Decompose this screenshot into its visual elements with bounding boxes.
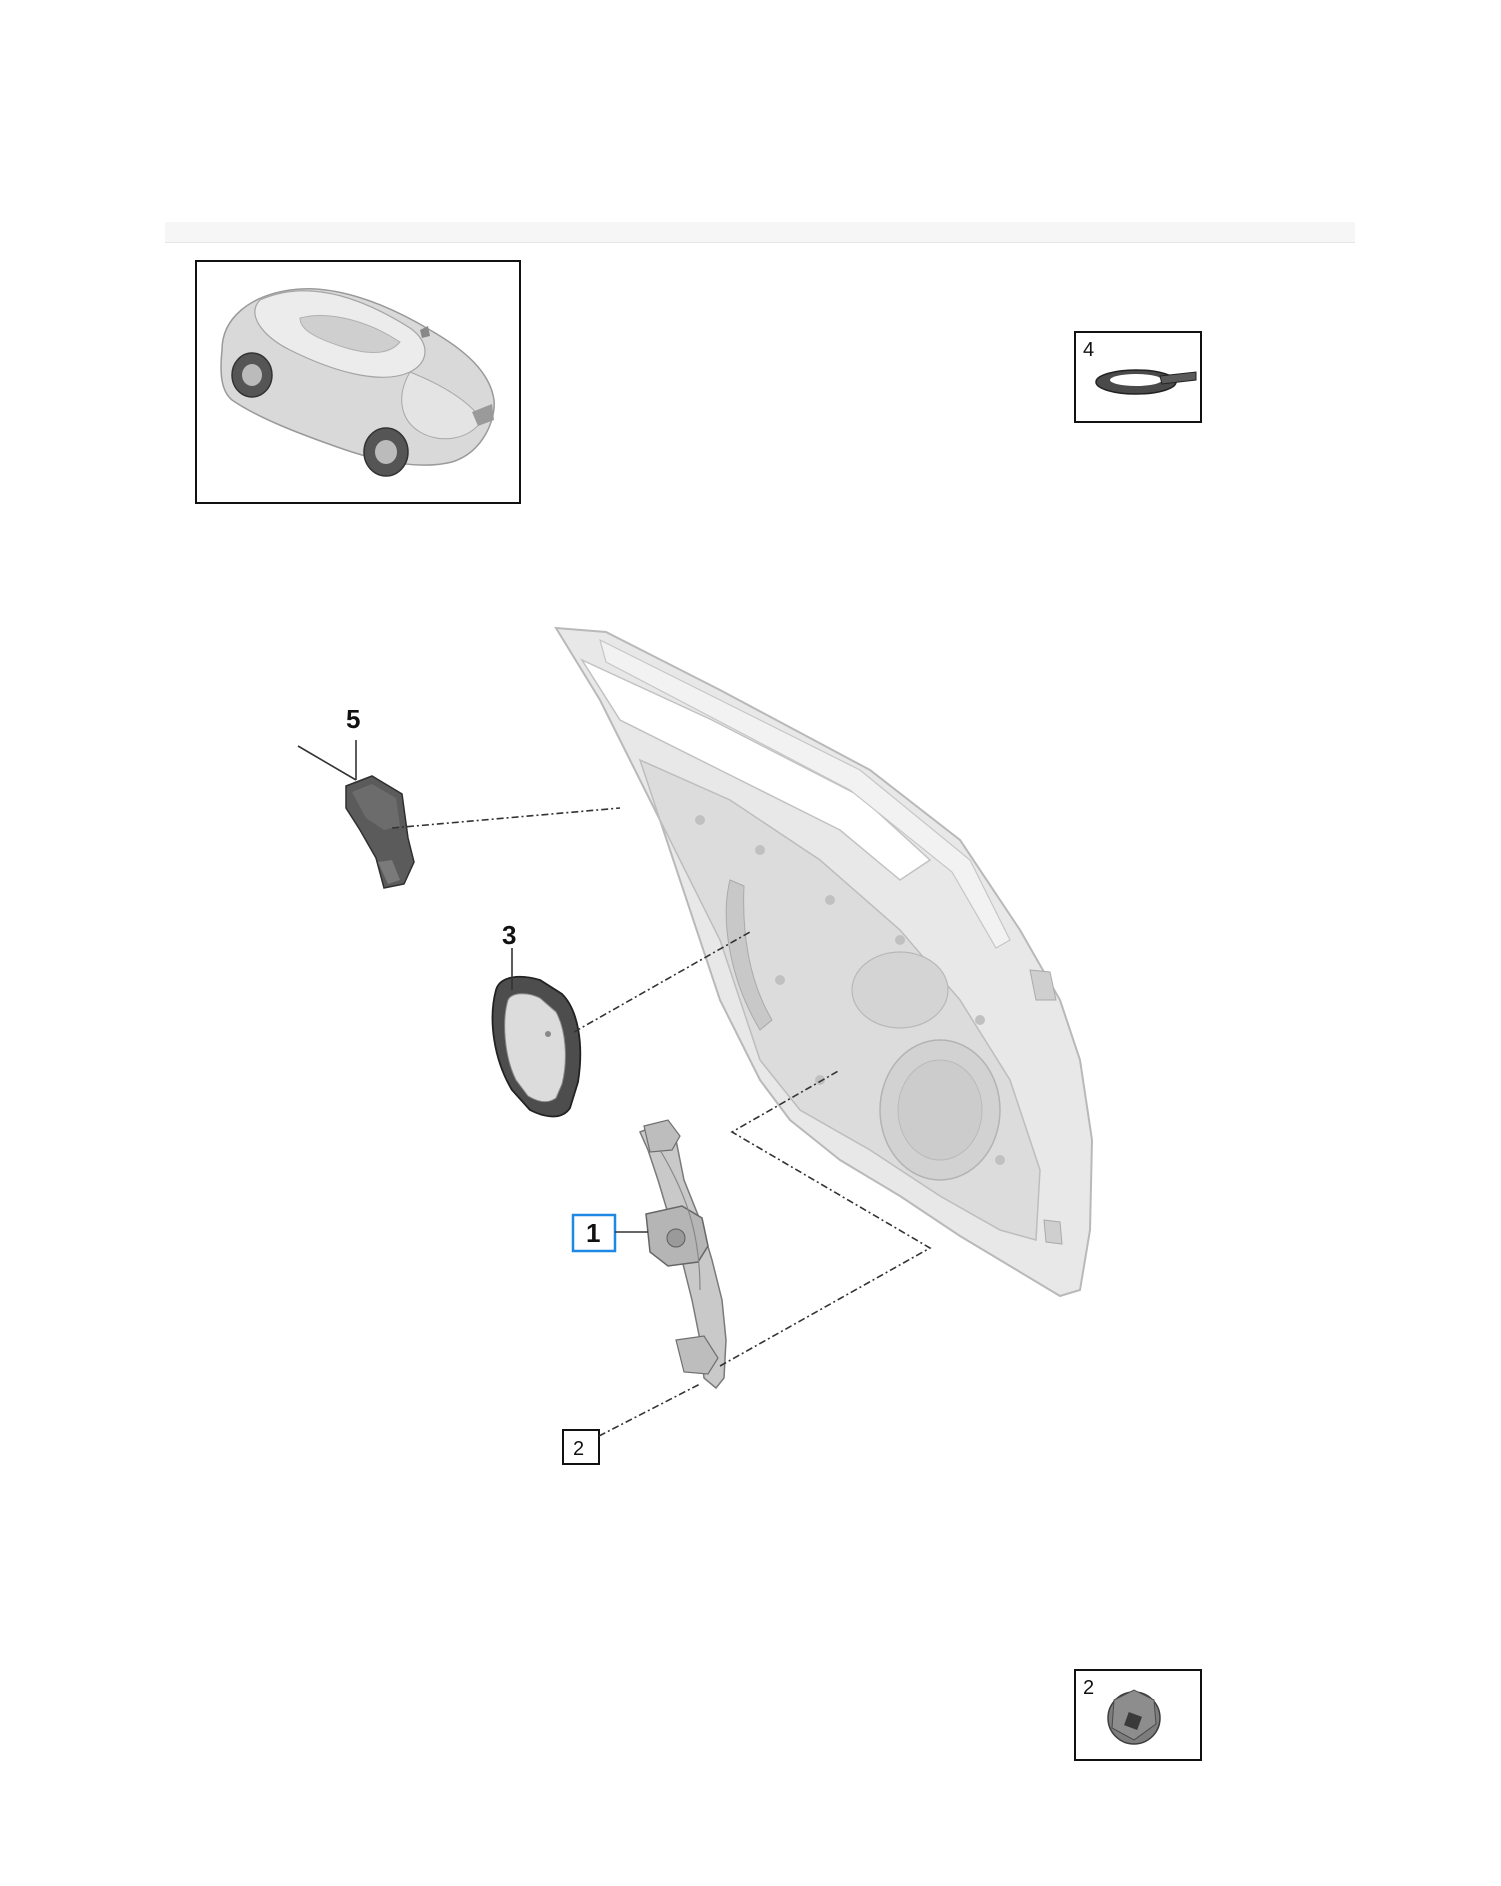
detail-inset-2[interactable]: 2	[1074, 1669, 1202, 1761]
callout-5[interactable]: 5	[346, 704, 360, 734]
leader-5	[297, 745, 357, 781]
callout-2[interactable]: 2	[573, 1438, 584, 1460]
callout-1[interactable]: 1	[586, 1218, 600, 1248]
rear-door-shell	[554, 626, 1094, 1298]
header-strip	[165, 222, 1355, 243]
vehicle-thumbnail[interactable]	[195, 260, 521, 504]
nut-icon	[1107, 1689, 1161, 1745]
part-1-window-regulator[interactable]	[638, 1119, 727, 1390]
car-icon	[220, 288, 495, 477]
leader-2	[598, 1383, 701, 1437]
callout-1-selected-box[interactable]	[571, 1213, 617, 1253]
leader-1-door	[719, 1069, 932, 1367]
part-5-bracket[interactable]	[345, 775, 415, 889]
callout-2-box[interactable]	[562, 1429, 600, 1465]
leader-3-door	[573, 931, 751, 1033]
part-3-cover[interactable]	[491, 975, 582, 1118]
leader-5-door	[391, 807, 621, 829]
callout-3[interactable]: 3	[502, 920, 516, 950]
seal-ring-icon	[1095, 369, 1197, 395]
detail-inset-4-label: 4	[1083, 339, 1094, 361]
detail-inset-4[interactable]: 4	[1074, 331, 1202, 423]
detail-inset-2-label: 2	[1083, 1677, 1094, 1699]
